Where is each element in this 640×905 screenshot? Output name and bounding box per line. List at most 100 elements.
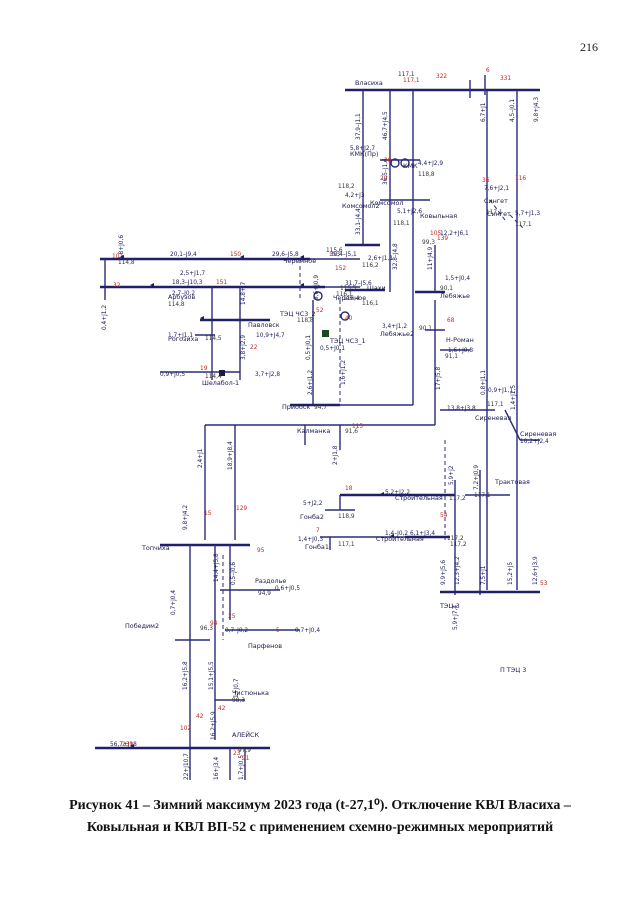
vflow-label-v3: 36,5–J1,4	[383, 158, 389, 185]
vflow-label-v32: 12,6+J3,9	[533, 556, 539, 585]
vflow-label-v28: 9,9+J5,6	[441, 560, 447, 585]
substation-label-priobsk: Приобск	[282, 403, 310, 411]
substation-label-gonba2: Гонба2	[300, 513, 324, 521]
flow-label-f29: 6,1+J3,4	[410, 531, 435, 537]
vflow-label-v33: 5,9+J7,4	[453, 605, 459, 630]
voltage-label-31: 117,1	[474, 493, 491, 499]
vflow-label-v9: 9,8+J4,3	[534, 97, 540, 122]
flow-label-f3: 30,4–J5,1	[330, 252, 357, 258]
substation-label-tec_ch3_1: ТЭЦ ЧС3_1	[329, 337, 366, 345]
voltage-label-20: 117,1	[486, 210, 503, 216]
substation-label-vlasikha: Власиха	[355, 79, 383, 87]
voltage-label-2: 118,8	[418, 172, 435, 178]
flow-label-f27: 1,4–J0,2	[385, 531, 408, 537]
vflow-label-v26: 5,9+J2	[449, 465, 455, 485]
load-label-17: 102	[180, 726, 191, 732]
flow-label-f14: 4,4+J2,9	[418, 161, 443, 167]
vflow-label-v37: 1+J0,7	[234, 678, 240, 698]
load-label-25: 7	[316, 528, 320, 534]
power-network-diagram: ВласихаКМККМК(Пр)Комсомол2КомсомолКовыль…	[95, 68, 556, 780]
flow-label-f5: 2,7–J0,2	[172, 291, 195, 297]
voltage-label-22: 117,1	[487, 402, 504, 408]
substation-label-kovylnaya: Ковыльная	[420, 212, 457, 220]
flow-label-f33: 56,7+J18	[110, 742, 137, 748]
load-label-4: 150	[230, 252, 241, 258]
load-label-11: 36	[482, 178, 490, 184]
load-label-36: 116	[515, 176, 526, 182]
flow-arrow-icon	[390, 534, 394, 538]
flow-label-f30: 0,6+J0,5	[275, 586, 300, 592]
voltage-label-11: 115,4	[343, 296, 360, 302]
load-label-19: 95	[257, 548, 265, 554]
voltage-label-33: 117,2	[447, 536, 464, 542]
voltage-label-24: 117,2	[450, 542, 467, 548]
flow-label-f15: 4,2+J3	[345, 193, 365, 199]
voltage-label-27: 96,3	[200, 626, 213, 632]
voltage-label-19: 91,6	[345, 429, 358, 435]
vflow-label-v17: 17+J5,8	[436, 367, 442, 390]
substation-label-nroman: Н-Роман	[446, 336, 474, 344]
flow-label-f22: 1,6+J0,8	[448, 348, 473, 354]
substation-label-pobedim2: Победим2	[125, 622, 159, 630]
load-label-28: 94	[210, 621, 218, 627]
flow-label-f12: 3,7+J2,8	[255, 372, 280, 378]
load-label-6: 28	[384, 158, 392, 164]
vflow-label-v7: 6,7+J1	[481, 102, 487, 122]
load-label-29: 239	[122, 742, 133, 748]
flow-arrow-icon	[380, 492, 384, 496]
voltage-label-1: 118,2	[338, 184, 355, 190]
voltage-label-5: 116,2	[362, 263, 379, 269]
vflow-label-v10: 0,8+J0,6	[119, 235, 125, 260]
substation-label-cheremnoe: Черемное	[283, 257, 316, 265]
vflow-label-v2: 46,7+J4,5	[383, 111, 389, 140]
vflow-label-v36: 15,1+J5,5	[209, 661, 215, 690]
voltage-label-7: 114,8	[118, 260, 135, 266]
load-label-1: 322	[436, 74, 447, 80]
substation-label-shelabolikha: Шелабол-1	[202, 379, 239, 387]
load-label-5: 151	[216, 280, 227, 286]
substation-label-aleysk: АЛЕЙСК	[232, 730, 259, 739]
flow-label-f10: 10,9+J4,7	[256, 333, 285, 339]
vflow-label-v25: 0,5–J0,6	[231, 562, 237, 585]
flow-arrow-icon	[200, 316, 204, 320]
vflow-label-v31: 15,2+J5	[508, 562, 514, 585]
vflow-label-v22: 2+J1,8	[333, 445, 339, 465]
vflow-label-v34: 0,7+J0,4	[171, 590, 177, 615]
substation-label-sirenevaya: Сиреневая	[475, 414, 511, 422]
voltage-label-10: 118,8	[297, 318, 314, 324]
flow-label-f7: 31,7–J5,6	[345, 281, 372, 287]
diagram-labels: ВласихаКМККМК(Пр)Комсомол2КомсомолКовыль…	[102, 68, 556, 780]
flow-label-f2: 29,6–J5,8	[272, 252, 299, 258]
voltage-label-18: 94,7	[314, 405, 327, 411]
load-label-14: 68	[447, 318, 455, 324]
voltage-label-4: 115,6	[326, 248, 343, 254]
load-label-33: 32	[113, 283, 121, 289]
flow-label-f21: 3,4+J1,2	[382, 324, 407, 330]
substation-label-kmk_k: КМК(Пр)	[350, 150, 378, 158]
voltage-label-3: 118,1	[393, 221, 410, 227]
flow-label-f17: 7,6+J2,1	[484, 186, 509, 192]
flow-label-f26: 5+J2,2	[303, 501, 323, 507]
voltage-label-32: 114,8	[168, 302, 185, 308]
voltage-label-26: 117,1	[338, 542, 355, 548]
vflow-label-v41: 1,7+J0,5	[239, 755, 245, 780]
load-label-15: 19	[200, 366, 208, 372]
load-label-2: 6	[486, 68, 490, 74]
load-label-10: 139	[437, 236, 448, 242]
substation-label-lebyazhe2: Лебяжье2	[380, 330, 414, 338]
vflow-label-v16: 2,6+J1,2	[308, 370, 314, 395]
load-label-16: 22	[250, 345, 258, 351]
load-label-26: 54	[440, 513, 448, 519]
substation-label-topchikha: Топчиха	[141, 544, 170, 552]
network-lines	[95, 75, 540, 780]
flow-arrow-icon	[120, 255, 124, 259]
vflow-label-v29: 12,3+J4,2	[455, 556, 461, 585]
load-label-12: 52	[316, 308, 324, 314]
flow-label-f4: 18,3–J10,3	[172, 280, 203, 286]
flow-label-f20: 1,5+J0,4	[445, 276, 470, 282]
voltage-label-23: 117,2	[449, 496, 466, 502]
substation-label-stroitelnaya2: Строительная	[376, 535, 424, 543]
vflow-label-v12: 14,8+J7	[241, 282, 247, 305]
flow-label-f6: 2,5+J1,7	[180, 271, 205, 277]
load-label-20: 129	[236, 506, 247, 512]
